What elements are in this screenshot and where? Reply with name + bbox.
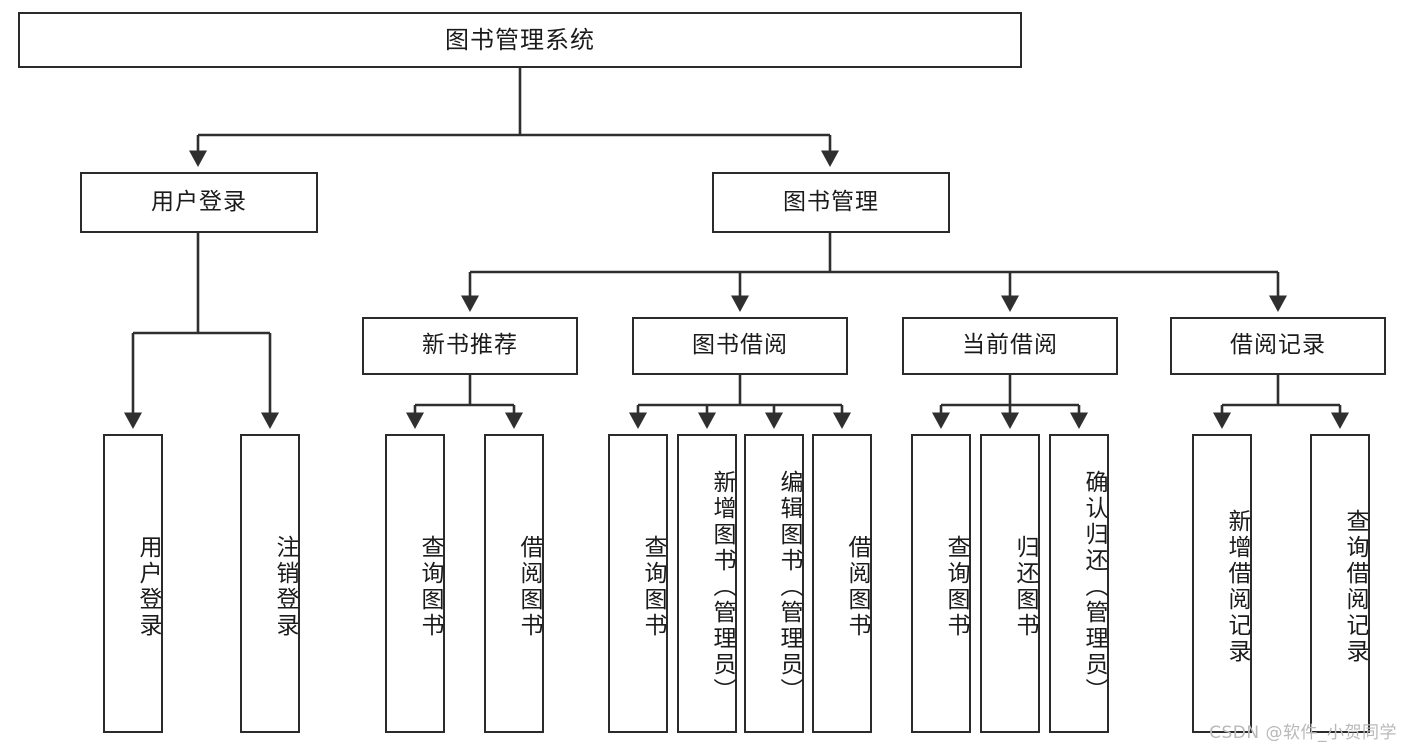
node-label: 图书借阅 xyxy=(692,332,788,359)
node-leaf-add-record[interactable]: 新增借阅记录 xyxy=(1192,434,1252,733)
csdn-watermark: CSDN @软件_小贺同学 xyxy=(1209,723,1397,743)
node-leaf-borrow-book-1[interactable]: 借阅图书 xyxy=(484,434,544,733)
node-leaf-user-login[interactable]: 用户登录 xyxy=(103,434,163,733)
node-borrow-record[interactable]: 借阅记录 xyxy=(1170,317,1386,375)
node-label: 借阅记录 xyxy=(1230,332,1326,359)
node-label: 新增图书（管理员） xyxy=(709,469,735,704)
node-label: 图书管理 xyxy=(783,188,879,215)
node-label: 查询借阅记录 xyxy=(1342,508,1368,665)
node-leaf-edit-book[interactable]: 编辑图书（管理员） xyxy=(744,434,804,733)
node-label: 编辑图书（管理员） xyxy=(776,469,802,704)
node-leaf-query-record[interactable]: 查询借阅记录 xyxy=(1310,434,1370,733)
node-label: 图书管理系统 xyxy=(445,25,595,54)
node-label: 查询图书 xyxy=(417,534,443,639)
node-label: 查询图书 xyxy=(943,534,969,639)
node-label: 注销登录 xyxy=(272,534,298,639)
node-new-book-recommend[interactable]: 新书推荐 xyxy=(362,317,578,375)
node-leaf-confirm-return[interactable]: 确认归还（管理员） xyxy=(1049,434,1109,733)
node-label: 借阅图书 xyxy=(844,534,870,639)
node-label: 确认归还（管理员） xyxy=(1081,469,1107,704)
node-current-borrow[interactable]: 当前借阅 xyxy=(902,317,1118,375)
node-label: 查询图书 xyxy=(640,534,666,639)
node-leaf-return-book[interactable]: 归还图书 xyxy=(980,434,1040,733)
node-label: 用户登录 xyxy=(135,534,161,639)
node-label: 当前借阅 xyxy=(962,332,1058,359)
node-book-borrow[interactable]: 图书借阅 xyxy=(632,317,848,375)
node-leaf-logout-login[interactable]: 注销登录 xyxy=(240,434,300,733)
node-label: 新书推荐 xyxy=(422,332,518,359)
node-label: 新增借阅记录 xyxy=(1224,508,1250,665)
node-leaf-borrow-book-2[interactable]: 借阅图书 xyxy=(812,434,872,733)
node-leaf-query-book-1[interactable]: 查询图书 xyxy=(385,434,445,733)
node-leaf-query-book-2[interactable]: 查询图书 xyxy=(608,434,668,733)
node-label: 借阅图书 xyxy=(516,534,542,639)
node-leaf-query-book-3[interactable]: 查询图书 xyxy=(911,434,971,733)
node-leaf-add-book[interactable]: 新增图书（管理员） xyxy=(677,434,737,733)
node-label: 归还图书 xyxy=(1012,534,1038,639)
node-user-login[interactable]: 用户登录 xyxy=(80,172,318,233)
node-book-manage[interactable]: 图书管理 xyxy=(712,172,950,233)
node-label: 用户登录 xyxy=(151,188,247,215)
node-root-system[interactable]: 图书管理系统 xyxy=(18,12,1022,68)
